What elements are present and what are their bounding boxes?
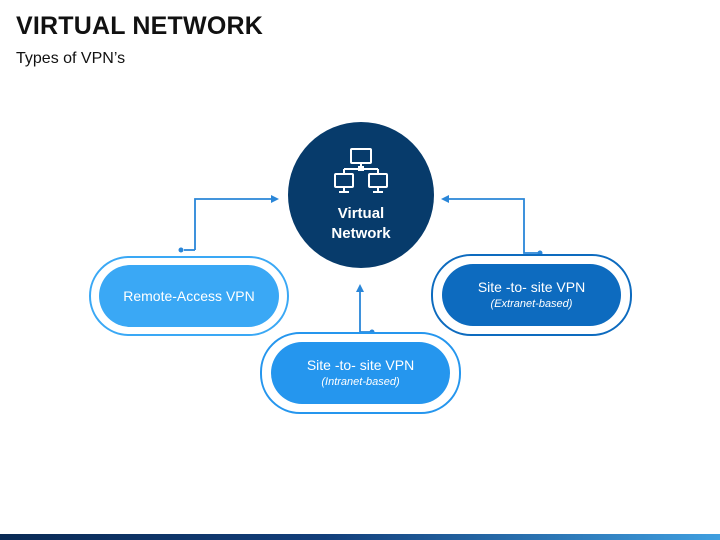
- extranet-vpn-label: Site -to- site VPN: [477, 279, 586, 295]
- connector-left-dot: [178, 247, 184, 253]
- remote-access-vpn-label: Remote-Access VPN: [123, 288, 255, 304]
- intranet-vpn-sublabel: (Intranet-based): [321, 376, 400, 388]
- connector-right: [441, 195, 538, 254]
- bottom-accent-bar: [0, 534, 720, 540]
- hub-label-line1: Virtual: [337, 205, 385, 222]
- hub-label: Virtual Network: [288, 204, 434, 244]
- extranet-vpn-node: Site -to- site VPN (Extranet-based): [431, 254, 632, 336]
- virtual-network-hub: Virtual Network: [288, 122, 434, 268]
- connector-center: [356, 284, 370, 333]
- remote-access-vpn-pill: Remote-Access VPN: [99, 265, 279, 327]
- intranet-vpn-node: Site -to- site VPN (Intranet-based): [260, 332, 461, 414]
- intranet-vpn-label: Site -to- site VPN: [306, 357, 415, 373]
- remote-access-vpn-node: Remote-Access VPN: [89, 256, 289, 336]
- extranet-vpn-pill: Site -to- site VPN (Extranet-based): [442, 264, 621, 326]
- hub-label-line2: Network: [331, 225, 391, 242]
- extranet-vpn-sublabel: (Extranet-based): [490, 298, 573, 310]
- page-title: VIRTUAL NETWORK: [16, 12, 263, 40]
- intranet-vpn-pill: Site -to- site VPN (Intranet-based): [271, 342, 450, 404]
- network-computers-icon: [334, 148, 388, 193]
- connector-left: [194, 195, 279, 250]
- page-subtitle: Types of VPN’s: [16, 50, 126, 67]
